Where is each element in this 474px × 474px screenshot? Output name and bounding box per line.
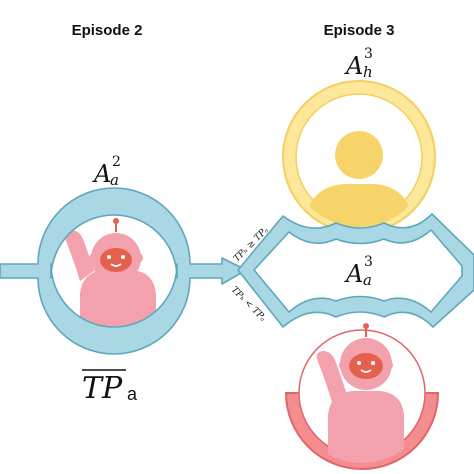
label-agent-ep2: A a 2: [92, 154, 121, 189]
agent-ring-ep3: [284, 323, 440, 470]
person-icon: [304, 131, 414, 227]
svg-text:TP: TP: [82, 371, 123, 406]
label-tp-agent: TP a: [82, 369, 138, 406]
svg-text:a: a: [363, 271, 372, 289]
svg-text:h: h: [363, 63, 373, 81]
human-ring-ep3: [282, 80, 436, 234]
svg-text:a: a: [127, 384, 138, 404]
svg-text:3: 3: [364, 254, 373, 270]
episode-3-title: Episode 3: [324, 22, 395, 39]
svg-text:a: a: [110, 171, 119, 189]
episode-2-title: Episode 2: [72, 22, 143, 39]
svg-text:2: 2: [112, 154, 121, 170]
svg-text:A: A: [92, 160, 111, 188]
svg-text:3: 3: [364, 46, 373, 62]
label-human-ep3: A h 3: [344, 46, 373, 81]
robot-icon: [316, 323, 404, 463]
svg-text:A: A: [344, 52, 363, 80]
label-agent-ep3: A a 3: [344, 254, 373, 289]
flow-band: [0, 187, 474, 355]
svg-text:A: A: [344, 260, 363, 288]
